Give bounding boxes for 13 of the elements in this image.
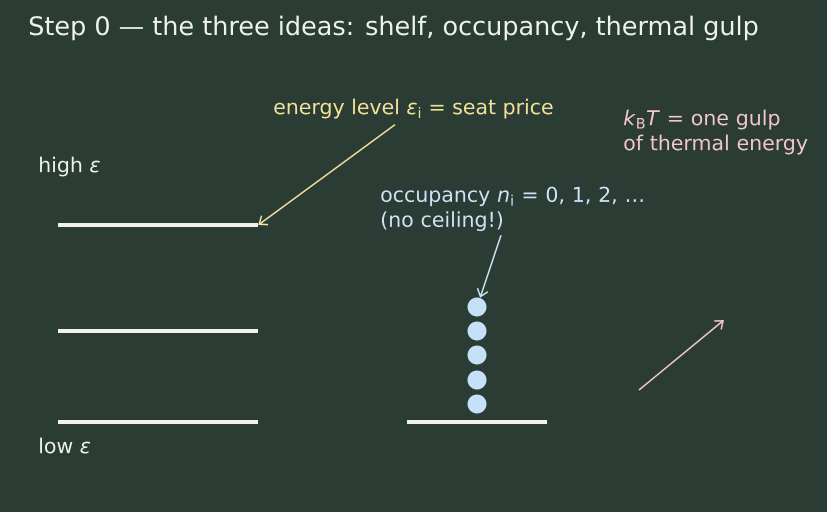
- particle-dot: [468, 346, 486, 364]
- title: Step 0 — the three ideas: shelf, occupancy, thermal gulp: [30, 16, 758, 40]
- particle-dot: [468, 370, 486, 390]
- particle-dot: [468, 322, 486, 340]
- label: k$_{B}$T = one gulp of thermal energy: [624, 110, 808, 154]
- particle-dot: [468, 298, 486, 316]
- annotation: occupancy n$_{i}$ = 0, 1, 2, … (no ceiling!): [381, 186, 643, 232]
- leader-arrow: [476, 235, 502, 298]
- label: low ε: [40, 438, 90, 454]
- particle-dot: [468, 394, 486, 414]
- leader-arrow: [258, 124, 396, 226]
- label: high ε: [40, 156, 100, 176]
- annotation: energy level ε$_{i}$ = seat price: [274, 98, 553, 118]
